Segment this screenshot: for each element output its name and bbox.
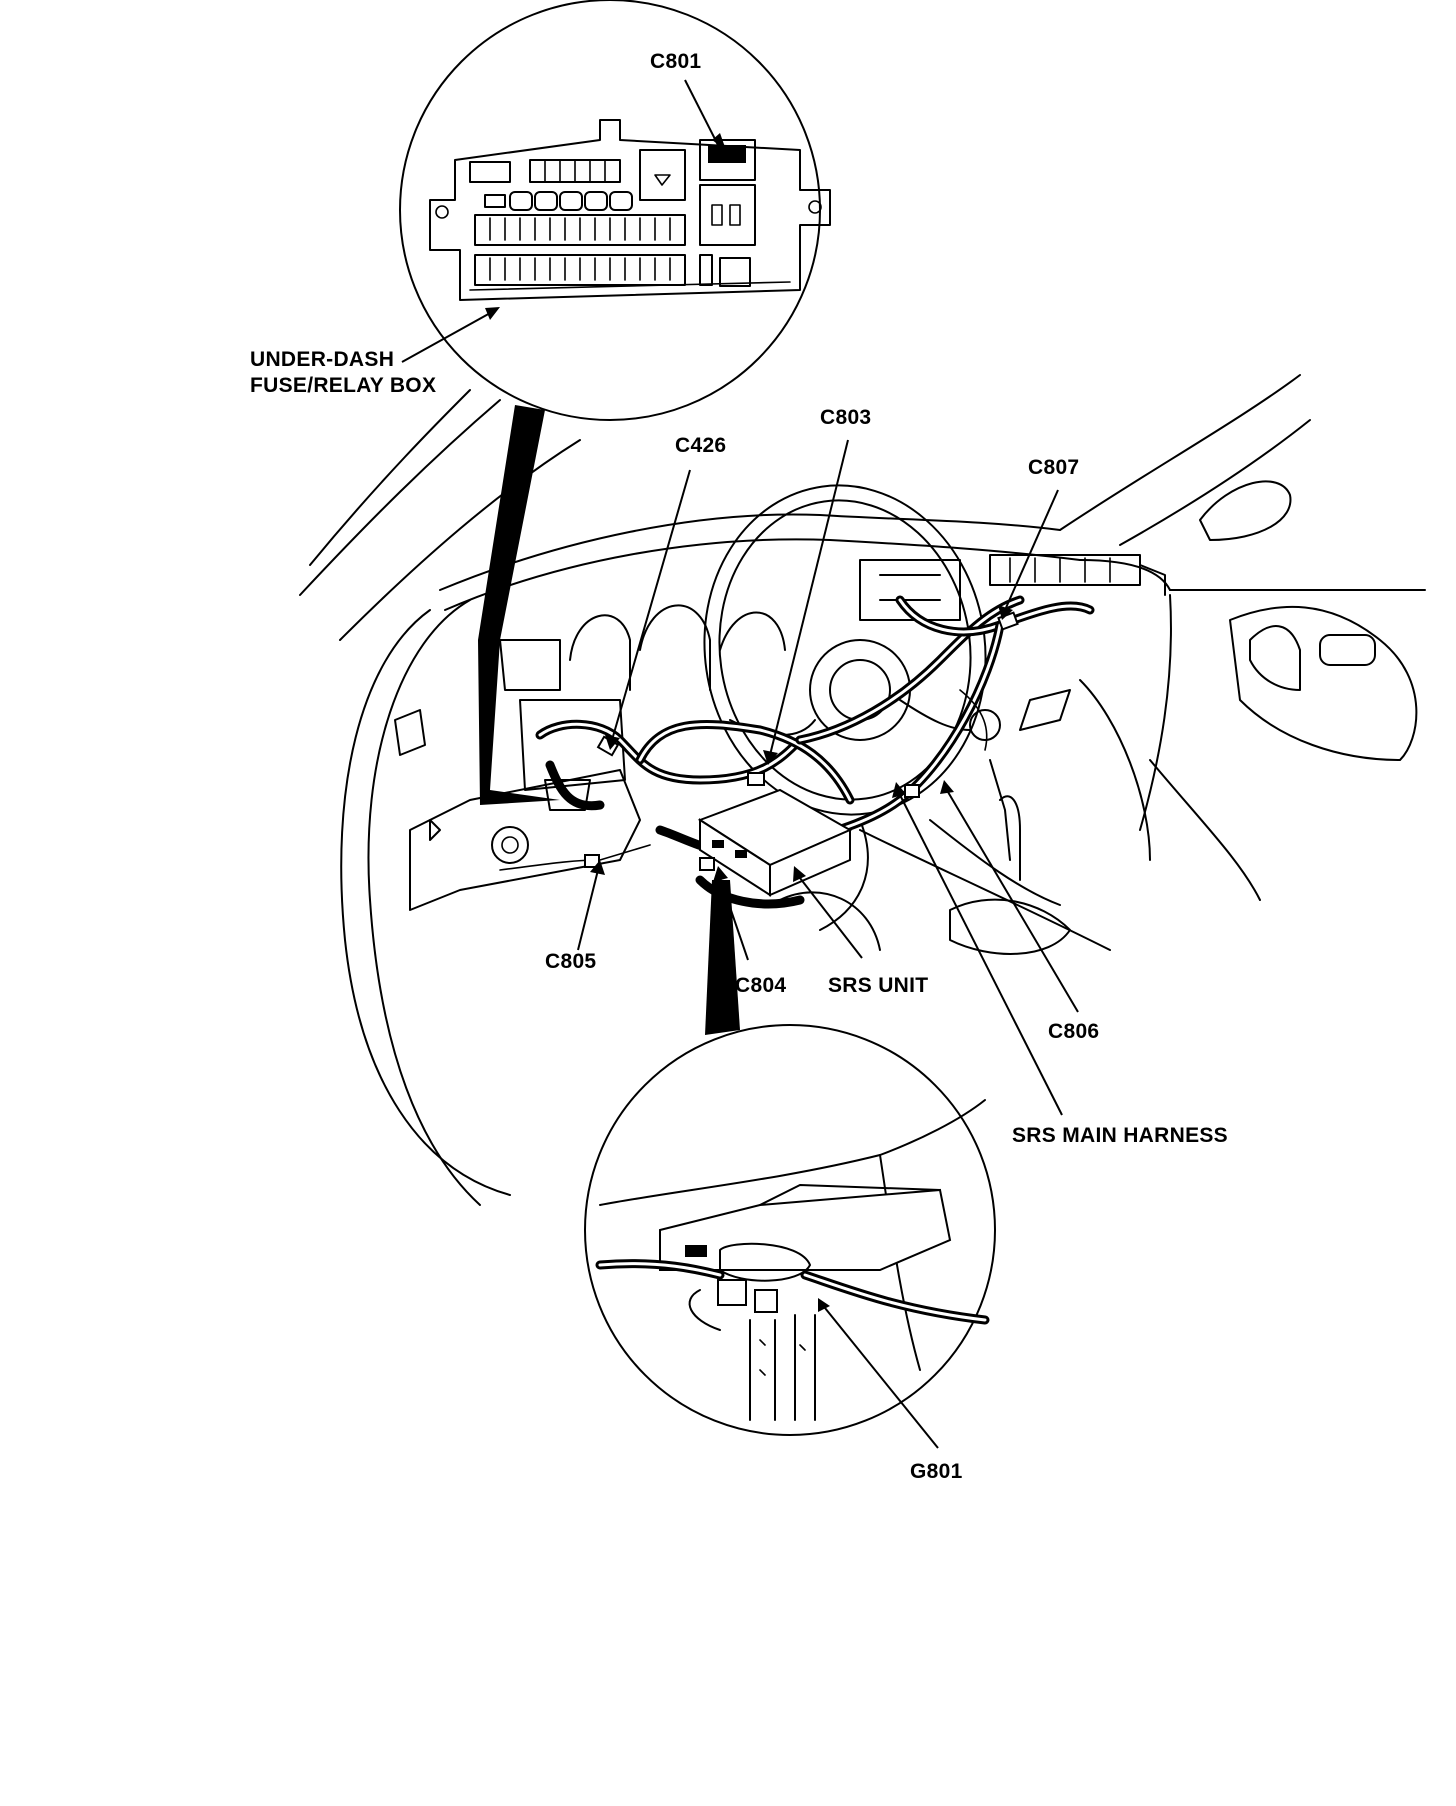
- label-c803: C803: [820, 406, 871, 429]
- label-fuse-relay-box: FUSE/RELAY BOX: [250, 374, 436, 397]
- label-srs-unit: SRS UNIT: [828, 974, 928, 997]
- label-srs-main-harness: SRS MAIN HARNESS: [1012, 1124, 1228, 1147]
- label-c426: C426: [675, 434, 726, 457]
- fuse-box-inset: [399, 0, 831, 805]
- label-c804: C804: [735, 974, 786, 997]
- label-c807: C807: [1028, 456, 1079, 479]
- leader-lines: [401, 79, 1079, 1449]
- label-g801: G801: [910, 1460, 963, 1483]
- car-interior-drawing: [299, 374, 1426, 1206]
- label-under-dash: UNDER-DASH: [250, 348, 394, 371]
- label-c801: C801: [650, 50, 701, 73]
- srs-unit-box: [697, 788, 853, 897]
- callout-labels: C801 UNDER-DASH FUSE/RELAY BOX C426 C803…: [250, 50, 1228, 1483]
- label-c805: C805: [545, 950, 596, 973]
- label-c806: C806: [1048, 1020, 1099, 1043]
- srs-ground-inset: [584, 880, 996, 1436]
- fuse-relay-box-drawing: [429, 119, 831, 301]
